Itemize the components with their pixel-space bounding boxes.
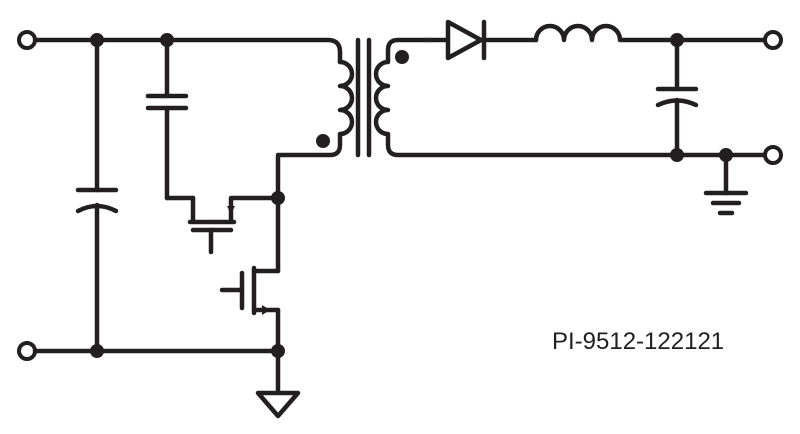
part-number-label: PI-9512-122121 bbox=[552, 328, 725, 355]
output-inductor bbox=[533, 23, 768, 43]
output-terminal-top bbox=[763, 30, 783, 50]
transformer-core bbox=[355, 37, 372, 158]
primary-winding bbox=[275, 59, 355, 201]
secondary-winding bbox=[373, 37, 768, 158]
input-terminals bbox=[17, 30, 37, 361]
main-mosfet bbox=[219, 195, 281, 354]
primary-dot-marker bbox=[316, 134, 330, 148]
junction-dots bbox=[90, 33, 733, 358]
input-terminal-top bbox=[17, 30, 37, 50]
output-ground-symbol bbox=[703, 152, 749, 216]
input-capacitor bbox=[75, 37, 119, 354]
output-diode bbox=[427, 19, 539, 61]
output-terminals bbox=[763, 30, 783, 165]
clamp-capacitor bbox=[145, 37, 196, 201]
output-terminal-bottom bbox=[763, 145, 783, 165]
input-terminal-bottom bbox=[17, 341, 37, 361]
input-top-rail bbox=[32, 37, 343, 65]
primary-ground-symbol bbox=[255, 348, 301, 419]
clamp-mosfet bbox=[187, 195, 281, 255]
secondary-dot-marker bbox=[395, 50, 409, 64]
output-capacitor bbox=[655, 37, 699, 158]
